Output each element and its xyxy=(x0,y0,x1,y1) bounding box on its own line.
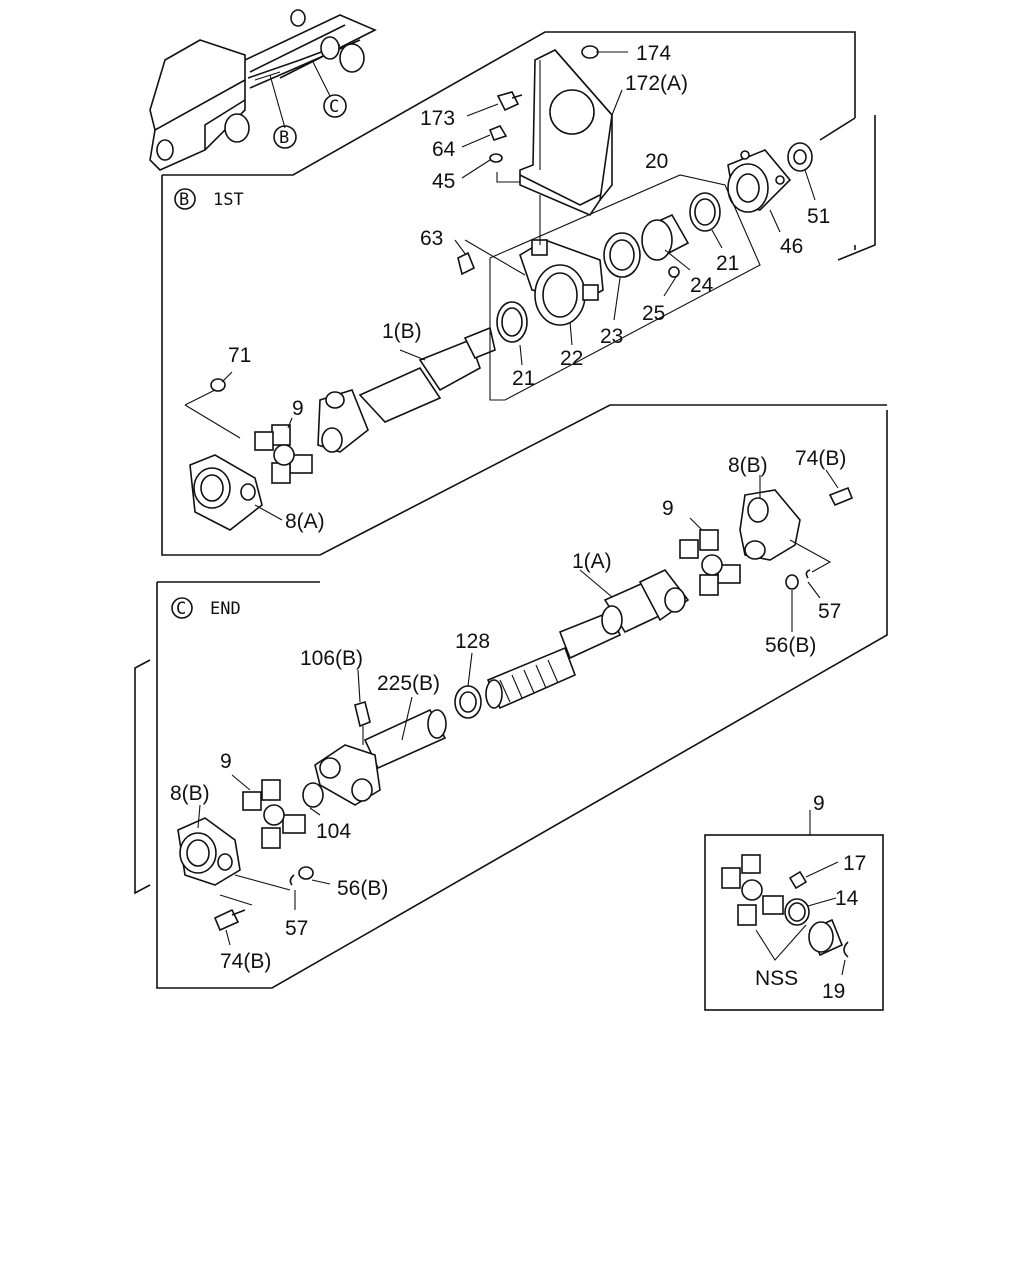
detail-callout-19: 19 xyxy=(822,980,845,1003)
flange-yoke-8a xyxy=(189,454,263,531)
hardware-end-top xyxy=(785,486,854,590)
shaft-1b xyxy=(317,326,496,453)
callout-128: 128 xyxy=(455,630,490,653)
callout-63: 63 xyxy=(420,227,443,250)
first-section-frame xyxy=(161,31,887,556)
callout-173: 173 xyxy=(420,107,455,130)
callout-8b-top: 8(B) xyxy=(728,454,768,477)
universal-joint-9-left xyxy=(242,779,306,849)
callout-64: 64 xyxy=(432,138,456,161)
callout-74b-bottom: 74(B) xyxy=(220,950,271,973)
detail-callout-9: 9 xyxy=(813,792,825,815)
callout-8b-left: 8(B) xyxy=(170,782,210,805)
detail-callout-nss: NSS xyxy=(755,967,798,990)
callout-21-right: 21 xyxy=(716,252,739,275)
end-section-frame xyxy=(134,410,888,989)
callout-8a: 8(A) xyxy=(285,510,325,533)
tube-225b xyxy=(363,708,447,770)
detail-callout-14: 14 xyxy=(835,887,859,910)
slip-yoke xyxy=(314,744,381,806)
leaders-first xyxy=(184,51,816,521)
flange-yoke-8b-left xyxy=(177,817,241,886)
detail-callout-17: 17 xyxy=(843,852,866,875)
callout-225b: 225(B) xyxy=(377,672,440,695)
overview-marker-c: C xyxy=(329,97,339,117)
shaft-1a xyxy=(558,568,690,660)
universal-joint-9-top xyxy=(679,529,741,596)
end-section-marker: C xyxy=(176,599,186,619)
callout-9-left: 9 xyxy=(220,750,232,773)
ring-128 xyxy=(454,685,482,719)
callout-57-top: 57 xyxy=(818,600,841,623)
callout-24: 24 xyxy=(690,274,714,297)
leaders-detail xyxy=(755,810,846,976)
grease-nipple-106b xyxy=(354,700,371,728)
callout-56b-top: 56(B) xyxy=(765,634,816,657)
callout-9-first: 9 xyxy=(292,397,304,420)
callout-1a: 1(A) xyxy=(572,550,612,573)
hardware-end-bottom xyxy=(213,866,314,932)
first-section-marker: B xyxy=(179,190,189,210)
callout-174: 174 xyxy=(636,42,671,65)
leaders-end xyxy=(197,469,839,946)
flange-yoke-8b-top xyxy=(739,489,801,561)
seal-104 xyxy=(302,782,324,808)
callout-104: 104 xyxy=(316,820,351,843)
callout-23: 23 xyxy=(600,325,623,348)
callout-22: 22 xyxy=(560,347,583,370)
callout-9-top: 9 xyxy=(662,497,674,520)
detail-universal-joint xyxy=(721,854,849,958)
callout-56b-bottom: 56(B) xyxy=(337,877,388,900)
detail-box xyxy=(704,834,884,1011)
callout-106b: 106(B) xyxy=(300,647,363,670)
truck-overview: B C xyxy=(149,9,377,171)
overview-marker-b: B xyxy=(279,128,289,148)
small-hardware-first xyxy=(210,45,680,392)
callout-74b-top: 74(B) xyxy=(795,447,846,470)
callout-46: 46 xyxy=(780,235,803,258)
bracket-172a xyxy=(519,49,613,216)
first-section-title: 1ST xyxy=(213,190,244,210)
nut-51 xyxy=(787,142,813,172)
callout-20: 20 xyxy=(645,150,668,173)
callout-51: 51 xyxy=(807,205,830,228)
callout-57-bottom: 57 xyxy=(285,917,308,940)
callout-71: 71 xyxy=(228,344,251,367)
callout-25: 25 xyxy=(642,302,665,325)
callout-21-left: 21 xyxy=(512,367,535,390)
end-section-title: END xyxy=(210,599,241,619)
callout-172a: 172(A) xyxy=(625,72,688,95)
companion-flange-46 xyxy=(727,149,792,213)
seal-rings xyxy=(496,192,721,343)
spline-shaft xyxy=(485,646,577,710)
hanger-bearing-22 xyxy=(519,239,604,326)
universal-joint-9-first xyxy=(254,424,313,484)
callout-1b: 1(B) xyxy=(382,320,422,343)
callout-45: 45 xyxy=(432,170,455,193)
